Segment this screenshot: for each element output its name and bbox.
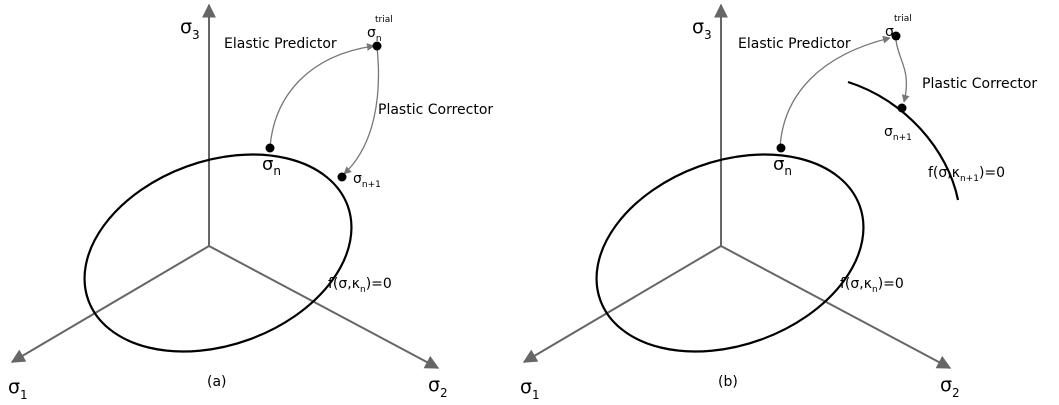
- elastic-predictor-arrow-a: [269, 43, 375, 149]
- sigma-trial-label-a: σn: [367, 25, 382, 44]
- sigma2-label-a: σ2: [428, 374, 448, 400]
- elastic-predictor-label-b: Elastic Predictor: [738, 36, 851, 52]
- plastic-corrector-label-b: Plastic Corrector: [922, 76, 1037, 92]
- sigma1-label-a: σ1: [8, 376, 28, 402]
- sigma-trial-point-b: [891, 31, 901, 41]
- sigma1-label-b: σ1: [520, 376, 540, 402]
- updated-yield-surface-b: [847, 80, 960, 201]
- sigma2-axis-b: [720, 245, 952, 369]
- elastic-predictor-label-a: Elastic Predictor: [224, 36, 337, 52]
- panel-b: σ3 σ1 σ2 σn σn trial σn+1 Elastic Predic…: [520, 3, 1037, 402]
- sigma2-label-b: σ2: [940, 374, 960, 400]
- sigma-n1-label-a: σn+1: [353, 171, 381, 190]
- sigma-trial-sup-a: trial: [375, 15, 393, 25]
- sigma3-label-a: σ3: [180, 16, 200, 42]
- caption-b: (b): [718, 374, 738, 390]
- caption-a: (a): [207, 374, 227, 390]
- sigma-trial-label-b: σn: [885, 24, 900, 43]
- yield-surface-a: [83, 153, 353, 353]
- sigma3-label-b: σ3: [692, 16, 712, 42]
- yield-surface-label-b: f(σ,κn)=0: [840, 276, 904, 295]
- sigma-n-point-a: [265, 143, 275, 153]
- sigma-n-point-b: [776, 143, 786, 153]
- yield-surface-label-a: f(σ,κn)=0: [328, 276, 392, 295]
- sigma-n1-point-a: [337, 172, 347, 182]
- sigma-n-label-b: σn: [773, 154, 792, 178]
- plastic-corrector-arrow-a: [343, 46, 380, 175]
- sigma1-axis-b: [522, 245, 722, 363]
- updated-yield-surface-label-b: f(σ,κn+1)=0: [928, 165, 1005, 184]
- sigma-n1-point-b: [897, 103, 907, 113]
- elastic-predictor-arrow-b: [779, 35, 891, 149]
- sigma-n1-label-b: σn+1: [884, 124, 912, 143]
- sigma1-axis-a: [10, 245, 210, 363]
- plastic-corrector-arrow-b: [895, 39, 910, 103]
- plastic-corrector-label-a: Plastic Corrector: [378, 102, 493, 118]
- sigma-trial-point-a: [372, 41, 382, 51]
- yield-surface-b: [595, 153, 865, 353]
- sigma2-axis-a: [208, 245, 440, 369]
- sigma-n-label-a: σn: [262, 154, 281, 178]
- sigma-trial-sup-b: trial: [894, 14, 912, 24]
- panel-a: σ3 σ1 σ2 σn σn trial σn+1 Elastic Predic…: [8, 3, 493, 402]
